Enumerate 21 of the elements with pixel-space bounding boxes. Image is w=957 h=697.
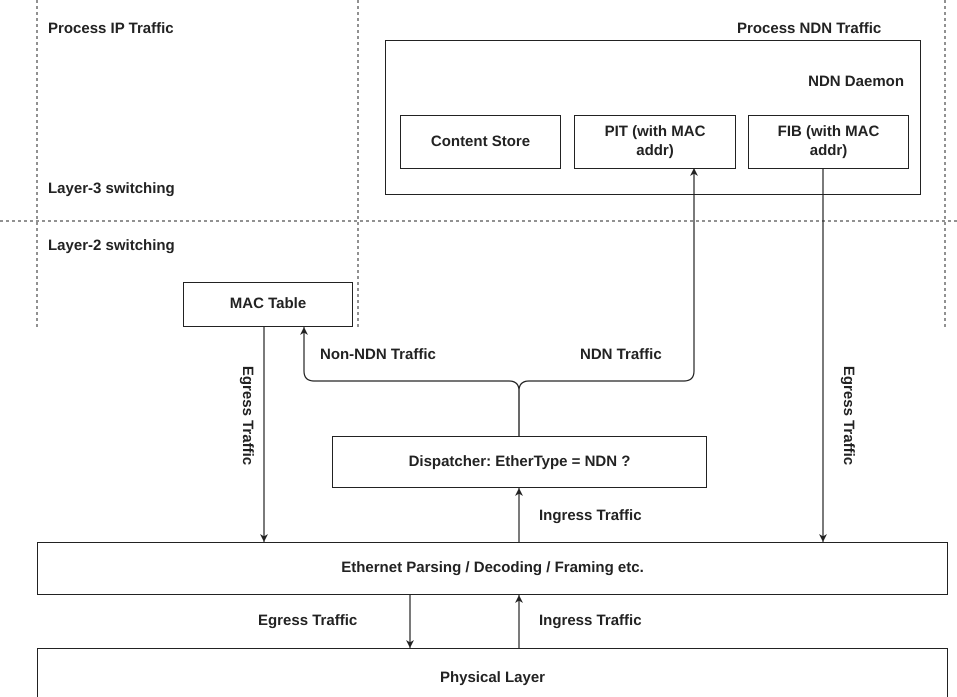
- region-label: Process NDN Traffic: [737, 20, 882, 37]
- process-box: Content Store: [400, 115, 561, 169]
- arrow: [515, 595, 523, 648]
- process-box: MAC Table: [183, 282, 353, 327]
- layer-label: Layer-3 switching: [48, 180, 175, 197]
- arrow: [515, 488, 523, 542]
- process-box: Ethernet Parsing / Decoding / Framing etc.: [37, 542, 948, 595]
- region-label: Process IP Traffic: [48, 20, 174, 37]
- edge-label: Ingress Traffic: [537, 507, 644, 524]
- arrow: [518, 168, 698, 436]
- process-box: Physical Layer: [37, 648, 948, 697]
- edge-label: Egress Traffic: [256, 612, 360, 629]
- process-box: FIB (with MAC addr): [748, 115, 909, 169]
- layer-label: Layer-2 switching: [48, 237, 175, 254]
- arrow: [819, 168, 827, 542]
- edge-label: Ingress Traffic: [537, 612, 644, 629]
- process-box: PIT (with MAC addr): [574, 115, 736, 169]
- arrow: [260, 327, 268, 542]
- process-box: Dispatcher: EtherType = NDN ?: [332, 436, 707, 488]
- arrow: [406, 595, 414, 648]
- daemon-container-box: NDN Daemon Content Store PIT (with MAC addr) FIB (with MAC addr): [385, 40, 921, 195]
